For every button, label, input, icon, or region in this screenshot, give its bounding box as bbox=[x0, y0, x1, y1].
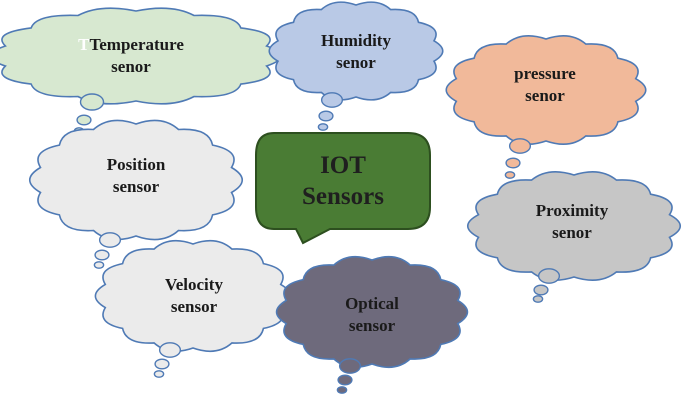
optical-sensor-line2: sensor bbox=[348, 316, 396, 335]
proximity-sensor-label: Proximity senor bbox=[502, 200, 642, 244]
velocity-sensor-line1: Velocity bbox=[165, 275, 223, 294]
pressure-sensor-label: pressure senor bbox=[478, 63, 612, 107]
temperature-sensor-cloud bbox=[0, 7, 283, 135]
position-sensor-line1: Position bbox=[106, 155, 166, 174]
position-cloud-tail-bubble bbox=[93, 261, 105, 269]
temperature-sensor-line1: TTemperature bbox=[78, 35, 184, 54]
optical-sensor-cloud bbox=[275, 255, 469, 394]
pressure-cloud-body bbox=[445, 34, 647, 146]
velocity-cloud-tail-bubble bbox=[153, 370, 165, 378]
velocity-sensor-cloud bbox=[94, 239, 292, 378]
temperature-cloud-tail-bubble bbox=[76, 114, 92, 126]
position-sensor-cloud bbox=[28, 119, 244, 269]
position-cloud-tail-bubble bbox=[94, 249, 110, 261]
center-callout bbox=[255, 132, 431, 245]
center-title-line2: Sensors bbox=[302, 183, 384, 210]
humidity-cloud-tail-bubble bbox=[320, 92, 344, 108]
proximity-sensor-cloud bbox=[466, 170, 682, 303]
proximity-cloud-tail-bubble bbox=[532, 295, 544, 303]
optical-cloud-tail-bubble bbox=[338, 358, 362, 374]
center-title-line1: IOT bbox=[320, 152, 366, 179]
velocity-sensor-label: Velocity sensor bbox=[124, 274, 264, 318]
humidity-sensor-line2: senor bbox=[336, 53, 376, 72]
position-cloud-body bbox=[28, 119, 244, 241]
temperature-cloud-body bbox=[0, 7, 283, 105]
temperature-cloud-tail-bubble bbox=[79, 93, 105, 111]
position-sensor-label: Position sensor bbox=[66, 154, 206, 198]
center-callout-shape bbox=[255, 132, 431, 245]
optical-cloud-body bbox=[275, 255, 469, 369]
pressure-cloud-tail-bubble bbox=[508, 138, 532, 154]
pressure-sensor-line1: pressure bbox=[514, 64, 576, 83]
velocity-sensor-line2: sensor bbox=[170, 297, 218, 316]
humidity-cloud-body bbox=[268, 1, 444, 101]
proximity-sensor-line1: Proximity bbox=[535, 201, 609, 220]
pressure-cloud-tail-bubble bbox=[504, 171, 516, 179]
velocity-cloud-body bbox=[94, 239, 292, 353]
humidity-sensor-cloud bbox=[268, 1, 444, 131]
optical-sensor-line1: Optical bbox=[345, 294, 399, 313]
velocity-cloud-tail-bubble bbox=[158, 342, 182, 358]
optical-cloud-tail-bubble bbox=[337, 374, 353, 386]
pressure-cloud-tail-bubble bbox=[505, 157, 521, 169]
proximity-cloud-body bbox=[466, 170, 682, 282]
humidity-cloud-tail-bubble bbox=[317, 123, 329, 131]
humidity-cloud-tail-bubble bbox=[318, 110, 334, 122]
proximity-cloud-tail-bubble bbox=[533, 284, 549, 296]
position-sensor-line2: sensor bbox=[112, 177, 160, 196]
humidity-sensor-line1: Humidity bbox=[321, 31, 391, 50]
proximity-cloud-tail-bubble bbox=[537, 268, 561, 284]
pressure-sensor-cloud bbox=[445, 34, 647, 179]
velocity-cloud-tail-bubble bbox=[154, 358, 170, 370]
humidity-sensor-label: Humidity senor bbox=[288, 30, 424, 74]
proximity-sensor-line2: senor bbox=[552, 223, 592, 242]
optical-cloud-tail-bubble bbox=[336, 386, 348, 394]
center-title: IOT Sensors bbox=[256, 150, 430, 212]
temperature-sensor-prefix: T bbox=[78, 35, 90, 54]
position-cloud-tail-bubble bbox=[98, 232, 122, 248]
pressure-sensor-line2: senor bbox=[525, 86, 565, 105]
temperature-sensor-label: TTemperature senor bbox=[36, 34, 226, 78]
temperature-sensor-line2: senor bbox=[111, 57, 151, 76]
optical-sensor-label: Optical sensor bbox=[300, 293, 444, 337]
